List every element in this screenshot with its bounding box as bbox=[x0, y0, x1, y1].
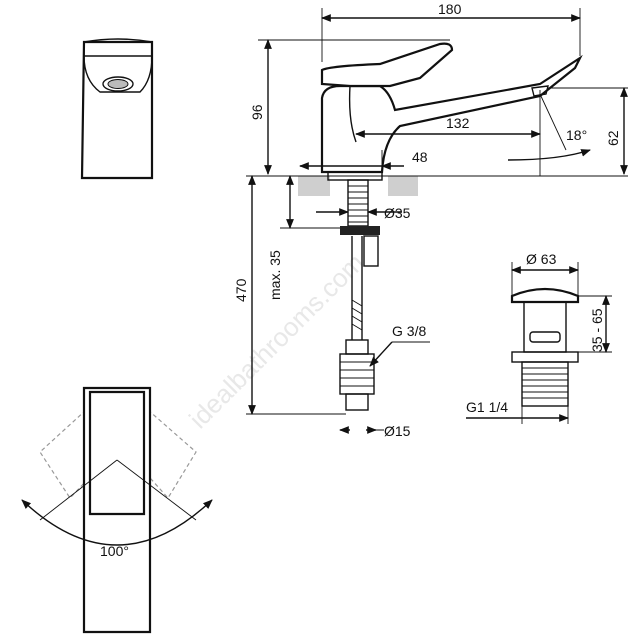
dim-shank-diameter: Ø35 bbox=[384, 205, 411, 221]
dim-spout-reach: 132 bbox=[446, 115, 470, 131]
dim-hose-length: 470 bbox=[233, 278, 249, 302]
dim-height: 96 bbox=[249, 104, 265, 120]
dim-spout-angle: 18° bbox=[566, 127, 587, 143]
dim-overall-length: 180 bbox=[438, 1, 462, 17]
dim-base-offset: 48 bbox=[412, 149, 428, 165]
top-view-rotation bbox=[21, 386, 213, 634]
dim-hose-diameter: Ø15 bbox=[384, 423, 411, 439]
dim-hose-thread: G 3/8 bbox=[392, 323, 426, 339]
dim-waste-range: 35 - 65 bbox=[589, 308, 605, 352]
dim-waste-thread: G1 1/4 bbox=[466, 399, 508, 415]
dimension-lines bbox=[246, 8, 628, 434]
dim-waste-diameter: Ø 63 bbox=[526, 251, 557, 267]
dim-handle-rotation: 100° bbox=[100, 543, 129, 559]
dim-max-deck: max. 35 bbox=[267, 250, 283, 300]
front-view bbox=[80, 38, 154, 180]
dim-outlet-height: 62 bbox=[605, 130, 621, 146]
waste-assembly bbox=[466, 262, 612, 424]
side-view-faucet bbox=[298, 42, 583, 411]
